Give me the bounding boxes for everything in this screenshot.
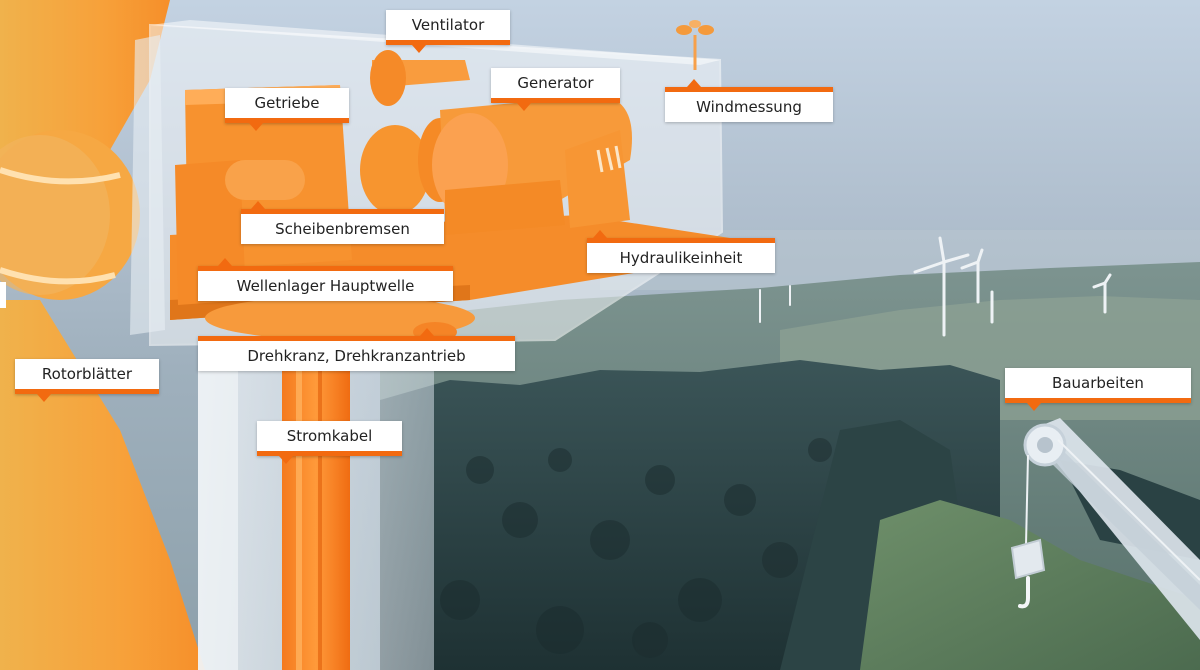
pointer-icon <box>517 103 531 111</box>
label-drehkranz-text: Drehkranz, Drehkranzantrieb <box>247 347 466 365</box>
label-bauarbeiten[interactable]: Bauarbeiten <box>1005 368 1191 411</box>
pointer-icon <box>218 258 232 266</box>
pointer-icon <box>249 123 263 131</box>
label-getriebe-text: Getriebe <box>254 94 320 112</box>
label-drehkranz[interactable]: Drehkranz, Drehkranzantrieb <box>198 328 515 371</box>
label-windmessung[interactable]: Windmessung <box>665 79 833 122</box>
pointer-icon <box>420 328 434 336</box>
label-getriebe[interactable]: Getriebe <box>225 88 349 131</box>
label-generator-text: Generator <box>517 74 594 92</box>
pointer-icon <box>1027 403 1041 411</box>
label-hydraulikeinheit-text: Hydraulikeinheit <box>619 249 743 267</box>
label-rotorblaetter[interactable]: Rotorblätter <box>15 359 159 402</box>
label-windmessung-text: Windmessung <box>696 98 802 116</box>
pointer-icon <box>279 456 293 464</box>
pointer-icon <box>37 394 51 402</box>
label-stromkabel[interactable]: Stromkabel <box>257 421 402 464</box>
label-generator[interactable]: Generator <box>491 68 620 111</box>
pointer-icon <box>412 45 426 53</box>
label-wellenlager-hauptwelle[interactable]: Wellenlager Hauptwelle <box>198 258 453 301</box>
label-wellenlager-hauptwelle-text: Wellenlager Hauptwelle <box>236 277 415 295</box>
label-scheibenbremsen-text: Scheibenbremsen <box>275 220 410 238</box>
label-bauarbeiten-text: Bauarbeiten <box>1052 374 1144 392</box>
label-ventilator-text: Ventilator <box>411 16 485 34</box>
label-hydraulikeinheit[interactable]: Hydraulikeinheit <box>587 230 775 273</box>
pointer-icon <box>687 79 701 87</box>
pointer-icon <box>251 201 265 209</box>
label-scheibenbremsen[interactable]: Scheibenbremsen <box>241 201 444 244</box>
label-stromkabel-text: Stromkabel <box>286 427 373 445</box>
pointer-icon <box>593 230 607 238</box>
label-ventilator[interactable]: Ventilator <box>386 10 510 53</box>
label-rotorblaetter-text: Rotorblätter <box>41 365 133 383</box>
